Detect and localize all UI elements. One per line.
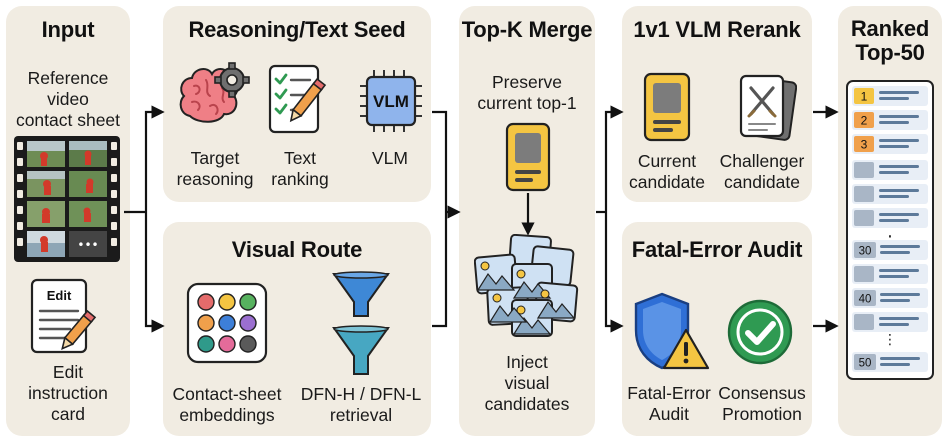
edit-card-label-line-3: card (50, 404, 86, 424)
current-candidate-label: Current candidate (624, 151, 710, 193)
topk-merge-title: Top-K Merge (461, 17, 593, 42)
double-funnel-icon (332, 271, 390, 375)
rank-row-1: 1 (852, 86, 928, 106)
inject-label: Inject visual candidates (459, 352, 595, 415)
rank-row-2: 2 (852, 110, 928, 130)
current-candidate-card-icon (643, 72, 691, 142)
challenger-candidate-label: Challenger candidate (712, 151, 812, 193)
rank-row-generic (852, 264, 928, 284)
edit-card-label-line-1: Edit (52, 362, 84, 382)
ranked-title-line-1: Ranked (850, 16, 930, 41)
vlm-label: VLM (348, 148, 432, 169)
dfn-line-2: retrieval (329, 405, 393, 425)
target-reasoning-label: Target reasoning (172, 148, 258, 190)
ranked-title: Ranked Top-50 (838, 17, 942, 65)
fatal-audit-line-2: Audit (649, 404, 689, 424)
text-ranking-line-1: Text (283, 148, 317, 168)
rank-number-2: 2 (861, 114, 868, 128)
vlm-label-line-1: VLM (372, 148, 408, 168)
preserve-line-1: Preserve (491, 72, 563, 92)
rank-row-30: 30 (852, 240, 928, 260)
rank-number-1: 1 (861, 90, 868, 104)
consensus-line-2: Promotion (722, 404, 802, 424)
edit-card-icon: Edit (30, 278, 97, 354)
reference-label-line-2: video (47, 89, 89, 109)
preserve-label: Preserve current top-1 (459, 72, 595, 114)
rank-ellipsis-2: ⋮ (883, 332, 897, 348)
checklist-pencil-icon (268, 64, 327, 134)
dfn-line-1: DFN-H / DFN-L (300, 384, 422, 404)
rank-row-generic (852, 184, 928, 204)
rank-row-40: 40 (852, 288, 928, 308)
preserve-line-2: current top-1 (477, 93, 577, 113)
rank-number-50: 50 (859, 358, 872, 370)
fatal-audit-line-1: Fatal-Error (627, 383, 711, 403)
challenger-candidate-icon (739, 74, 797, 141)
visual-route-title: Visual Route (231, 237, 363, 262)
vlm-rerank-title: 1v1 VLM Rerank (633, 17, 801, 42)
arrow-seed-out (432, 110, 448, 212)
rank-row-generic (852, 312, 928, 332)
shield-warning-icon (634, 292, 710, 370)
inject-line-2: visual (504, 373, 550, 393)
current-candidate-line-1: Current (637, 151, 697, 171)
arrow-to-visual (144, 212, 165, 333)
rank-number-40: 40 (859, 294, 872, 306)
target-reasoning-line-1: Target (190, 148, 240, 168)
rank-row-50: 50 (852, 352, 928, 372)
vlm-chip-text: VLM (373, 92, 409, 111)
dfn-retrieval-label: DFN-H / DFN-L retrieval (296, 384, 426, 426)
inject-line-3: candidates (484, 394, 570, 414)
consensus-line-1: Consensus (718, 383, 806, 403)
input-title: Input (41, 17, 95, 42)
brain-gear-icon (179, 62, 250, 123)
film-strip-icon: ••• (14, 136, 120, 262)
visual-candidates-stack-icon (474, 234, 579, 337)
reference-label-line-1: Reference (27, 68, 109, 88)
embeddings-line-2: embeddings (179, 405, 275, 425)
inject-line-1: Inject (506, 352, 548, 372)
rank-row-generic (852, 208, 928, 228)
embedding-grid-icon (186, 282, 268, 364)
ranked-title-line-2: Top-50 (855, 40, 925, 65)
checkmark-circle-icon (727, 299, 793, 365)
challenger-line-2: candidate (724, 172, 800, 192)
vlm-chip-icon: VLM (360, 70, 422, 132)
rank-row-generic (852, 160, 928, 180)
more-frames-glyph: ••• (77, 238, 98, 252)
current-candidate-line-2: candidate (629, 172, 705, 192)
fatal-audit-title: Fatal-Error Audit (631, 237, 803, 262)
top1-candidate-card-icon (505, 122, 551, 192)
consensus-promotion-label: Consensus Promotion (712, 383, 812, 425)
text-ranking-line-2: ranking (271, 169, 329, 189)
arrow-to-audit (604, 212, 624, 333)
edit-card-label-line-2: instruction (28, 383, 108, 403)
arrow-to-seed (144, 105, 165, 212)
edit-card-label: Edit instruction card (6, 362, 130, 425)
ranked-list-icon: 1 2 3 ⋮ 30 (846, 80, 934, 380)
rank-number-30: 30 (859, 246, 872, 258)
reference-label: Reference video contact sheet (6, 68, 130, 131)
edit-card-word: Edit (47, 288, 72, 303)
rank-row-3: 3 (852, 134, 928, 154)
arrow-visual-out (432, 212, 448, 328)
embeddings-line-1: Contact-sheet (172, 384, 282, 404)
contact-sheet-embeddings-label: Contact-sheet embeddings (166, 384, 288, 426)
fatal-error-audit-label: Fatal-Error Audit (624, 383, 714, 425)
reference-label-line-3: contact sheet (15, 110, 121, 130)
arrow-to-rerank (604, 105, 624, 212)
text-ranking-label: Text ranking (260, 148, 340, 190)
rank-number-3: 3 (861, 138, 868, 152)
challenger-line-1: Challenger (719, 151, 805, 171)
target-reasoning-line-2: reasoning (176, 169, 254, 189)
reasoning-seed-title: Reasoning/Text Seed (188, 17, 406, 42)
